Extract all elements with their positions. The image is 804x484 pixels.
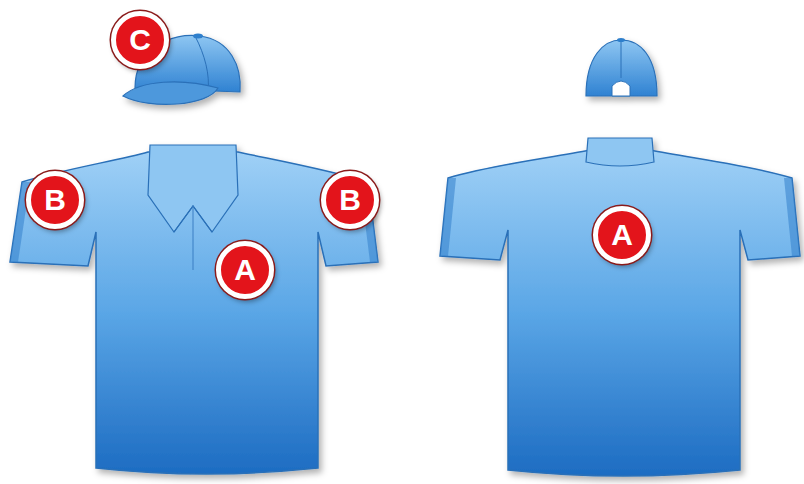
cap-opening	[612, 81, 630, 96]
callout-letter: A	[611, 220, 633, 250]
cap-button	[193, 34, 203, 39]
callout-circle: C	[111, 11, 169, 69]
collar	[586, 138, 654, 166]
cap-brim	[123, 82, 218, 105]
callout-letter: B	[44, 185, 66, 215]
callout-circle: B	[26, 171, 84, 229]
shirt-body	[440, 150, 800, 476]
callout-circle: A	[593, 206, 651, 264]
callout-circle: B	[321, 171, 379, 229]
front-shirt	[10, 145, 378, 474]
callout-letter: A	[234, 255, 256, 285]
sleeve-cuff	[440, 178, 456, 256]
placket	[193, 206, 194, 270]
back-shirt	[440, 138, 800, 476]
cap-crown	[586, 40, 657, 96]
back-cap	[586, 38, 657, 96]
callout-letter: C	[129, 25, 151, 55]
callout-circle: A	[216, 241, 274, 299]
callout-letter: B	[339, 185, 361, 215]
cap-seam	[621, 40, 622, 78]
cap-button	[617, 38, 625, 42]
sleeve-cuff	[784, 178, 800, 256]
